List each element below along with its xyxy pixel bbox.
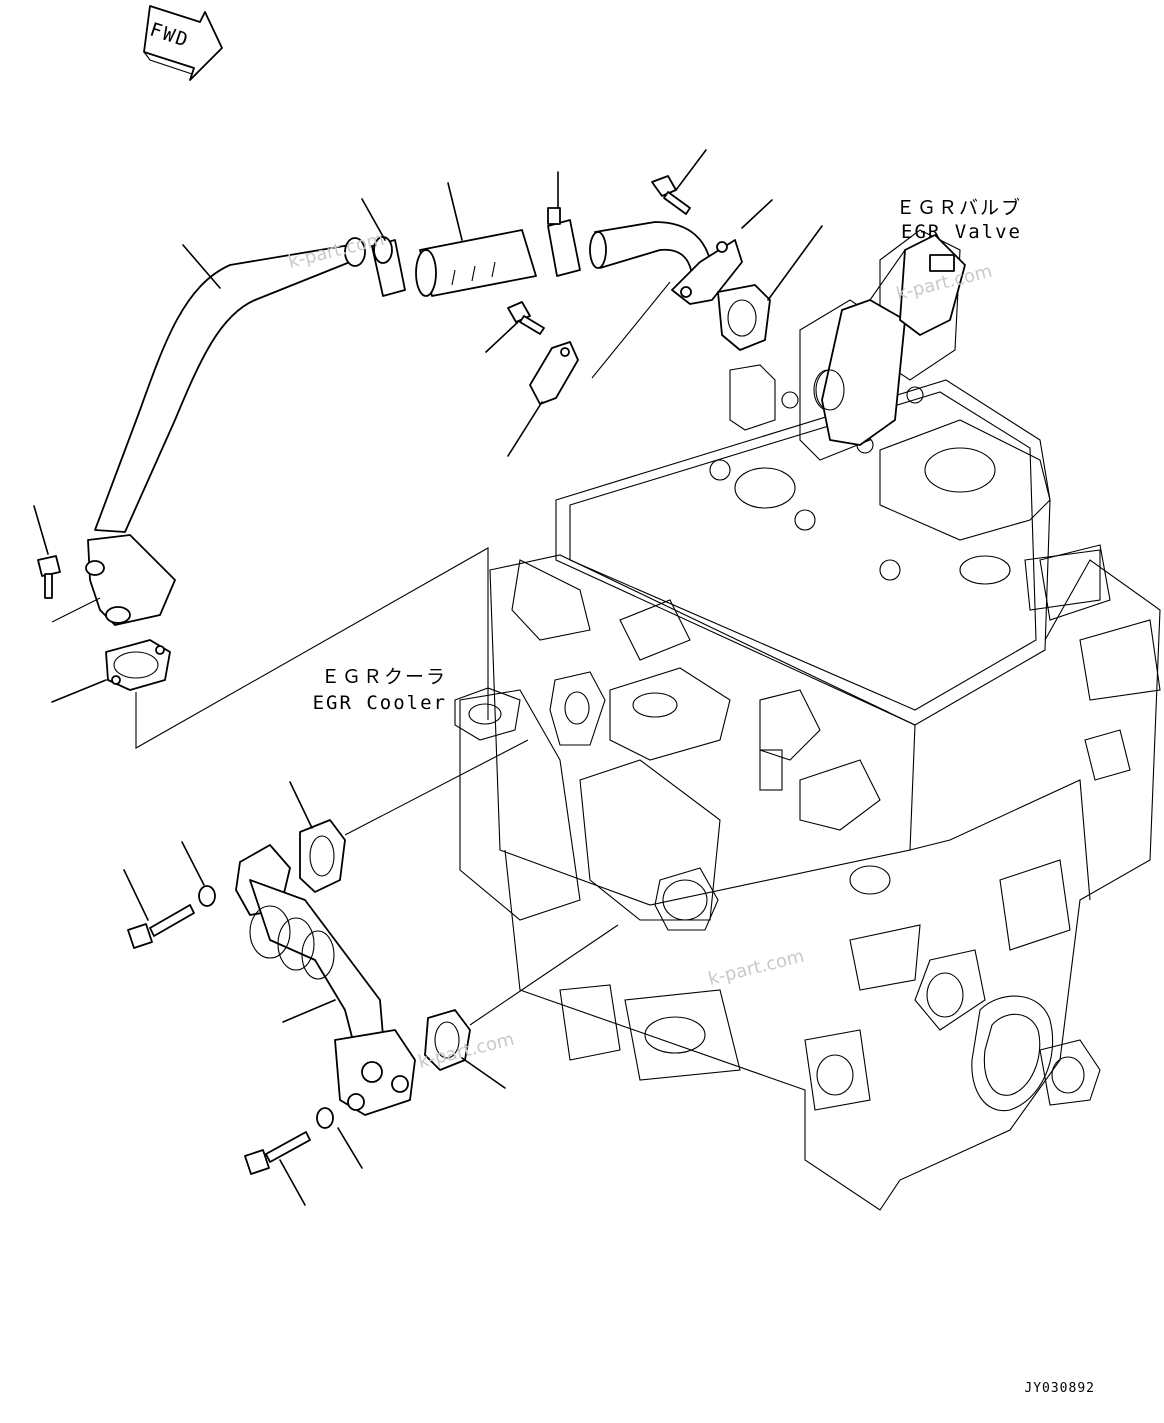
fwd-arrow-icon: FWD xyxy=(143,5,223,81)
bolt-lower-bottom xyxy=(244,1107,363,1206)
watermark-3: k-part.com xyxy=(706,946,806,990)
egr-valve-label-jp: ＥＧＲバルブ xyxy=(896,196,1022,219)
egr-valve-label-en: EGR Valve xyxy=(901,221,1022,243)
hose-clamp-left xyxy=(361,198,406,297)
egr-cooler-label-en: EGR Cooler xyxy=(313,692,447,714)
egr-pipe-lower xyxy=(235,844,416,1116)
egr-pipe-elbow-upper xyxy=(589,199,773,305)
gasket-cooler-bottom xyxy=(289,739,529,893)
bolt-top xyxy=(651,149,707,215)
bolt-lower-top xyxy=(123,841,216,949)
egr-pipe-upper xyxy=(85,237,366,626)
hose-clamp-right xyxy=(547,171,581,277)
figure-code: JY030892 xyxy=(1024,1381,1095,1396)
gasket-cooler-top xyxy=(51,547,489,749)
egr-cooler-label-jp: ＥＧＲクーラ xyxy=(321,666,447,688)
engine-assembly xyxy=(454,229,1161,1211)
egr-valve xyxy=(815,234,966,446)
rubber-hose xyxy=(415,182,537,297)
bolt-left xyxy=(33,505,101,623)
gasket-valve xyxy=(717,225,823,351)
gasket-cooler-outlet xyxy=(424,924,619,1089)
pipe-bracket xyxy=(485,281,671,457)
